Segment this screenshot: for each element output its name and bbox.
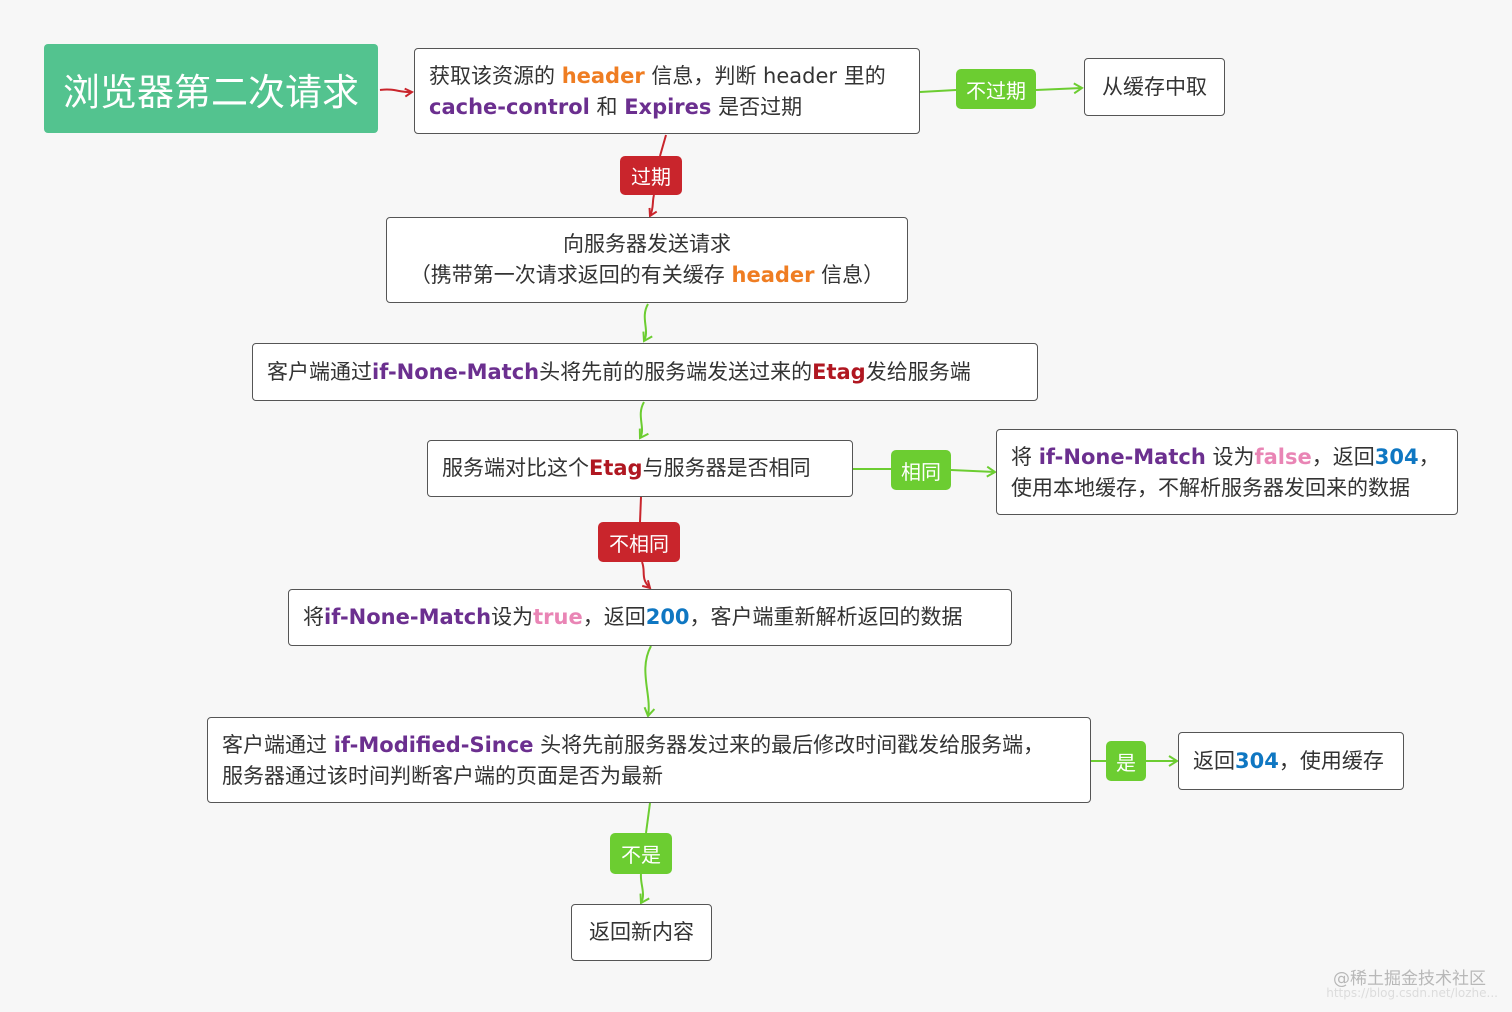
tag-yes: 是 bbox=[1106, 741, 1146, 781]
tag-no: 不是 bbox=[610, 833, 672, 874]
etag-keyword: Etag bbox=[589, 456, 643, 480]
node-send-request: 向服务器发送请求 （携带第一次请求返回的有关缓存 header 信息） bbox=[386, 217, 908, 303]
line-node6-to-no bbox=[645, 802, 651, 834]
node-send-request-line2: （携带第一次请求返回的有关缓存 header 信息） bbox=[409, 263, 885, 287]
if-none-match-keyword: if-None-Match bbox=[372, 359, 540, 384]
node-new-content: 返回新内容 bbox=[571, 904, 712, 961]
if-none-match-keyword: if-None-Match bbox=[324, 605, 492, 629]
arrow-expired-to-node2 bbox=[650, 194, 654, 216]
tag-same: 相同 bbox=[891, 450, 951, 490]
false-value: false bbox=[1254, 445, 1312, 469]
node-send-etag: 客户端通过 if-None-Match 头将先前的服务端发送过来的 Etag 发… bbox=[252, 343, 1038, 401]
watermark: @稀土掘金技术社区 bbox=[1333, 969, 1486, 989]
arrow-node2-to-node3 bbox=[642, 303, 653, 343]
status-code-200: 200 bbox=[645, 605, 690, 629]
node-same-result-line2: 使用本地缓存，不解析服务器发回来的数据 bbox=[1011, 476, 1410, 500]
arrow-node5-to-node6 bbox=[643, 645, 656, 718]
node-modified-since: 客户端通过 if-Modified-Since 头将先前服务器发过来的最后修改时… bbox=[207, 717, 1091, 803]
if-none-match-keyword: if-None-Match bbox=[1038, 445, 1206, 469]
arrow-diff-to-node5 bbox=[641, 561, 650, 588]
arrow-title-to-node1 bbox=[379, 90, 412, 93]
status-code-304: 304 bbox=[1235, 748, 1279, 773]
node-send-request-line1: 向服务器发送请求 bbox=[563, 232, 731, 256]
if-modified-since-keyword: if-Modified-Since bbox=[333, 733, 534, 757]
node-modified-since-line2: 服务器通过该时间判断客户端的页面是否为最新 bbox=[222, 764, 663, 788]
arrow-node3-to-node4 bbox=[638, 401, 649, 440]
status-code-304: 304 bbox=[1374, 445, 1419, 469]
line-node1-to-notexpired bbox=[919, 89, 957, 93]
tag-different: 不相同 bbox=[598, 522, 680, 562]
watermark-url: https://blog.csdn.net/lozhe... bbox=[1326, 986, 1498, 1000]
line-node4-to-diff bbox=[639, 496, 642, 523]
node-from-cache: 从缓存中取 bbox=[1084, 58, 1225, 116]
node-check-cache-headers: 获取该资源的 header 信息，判断 header 里的 cache-cont… bbox=[414, 48, 920, 134]
arrow-notexpired-to-cache bbox=[1035, 82, 1084, 95]
node-check-cache-headers-line2: cache-control 和 Expires 是否过期 bbox=[429, 95, 803, 119]
expires-keyword: Expires bbox=[624, 95, 712, 119]
tag-expired: 过期 bbox=[620, 156, 682, 195]
node-compare-etag: 服务端对比这个 Etag 与服务器是否相同 bbox=[427, 440, 853, 497]
line-node1-to-expired bbox=[659, 134, 667, 157]
node-check-cache-headers-line1: 获取该资源的 header 信息，判断 header 里的 bbox=[429, 64, 886, 88]
etag-keyword: Etag bbox=[812, 359, 866, 384]
arrow-same-to-samebox bbox=[950, 465, 997, 478]
header-keyword: header bbox=[731, 263, 815, 287]
true-value: true bbox=[533, 605, 583, 629]
header-keyword: header bbox=[561, 64, 645, 88]
diagram-title: 浏览器第二次请求 bbox=[44, 44, 378, 133]
node-modified-since-line1: 客户端通过 if-Modified-Since 头将先前服务器发过来的最后修改时… bbox=[222, 733, 1045, 757]
arrow-no-to-final bbox=[639, 873, 650, 905]
tag-not-expired: 不过期 bbox=[956, 69, 1036, 109]
node-same-result-line1: 将 if-None-Match 设为false，返回304， bbox=[1011, 445, 1440, 469]
node-same-result: 将 if-None-Match 设为false，返回304， 使用本地缓存，不解… bbox=[996, 429, 1458, 515]
cache-control-keyword: cache-control bbox=[429, 95, 590, 119]
